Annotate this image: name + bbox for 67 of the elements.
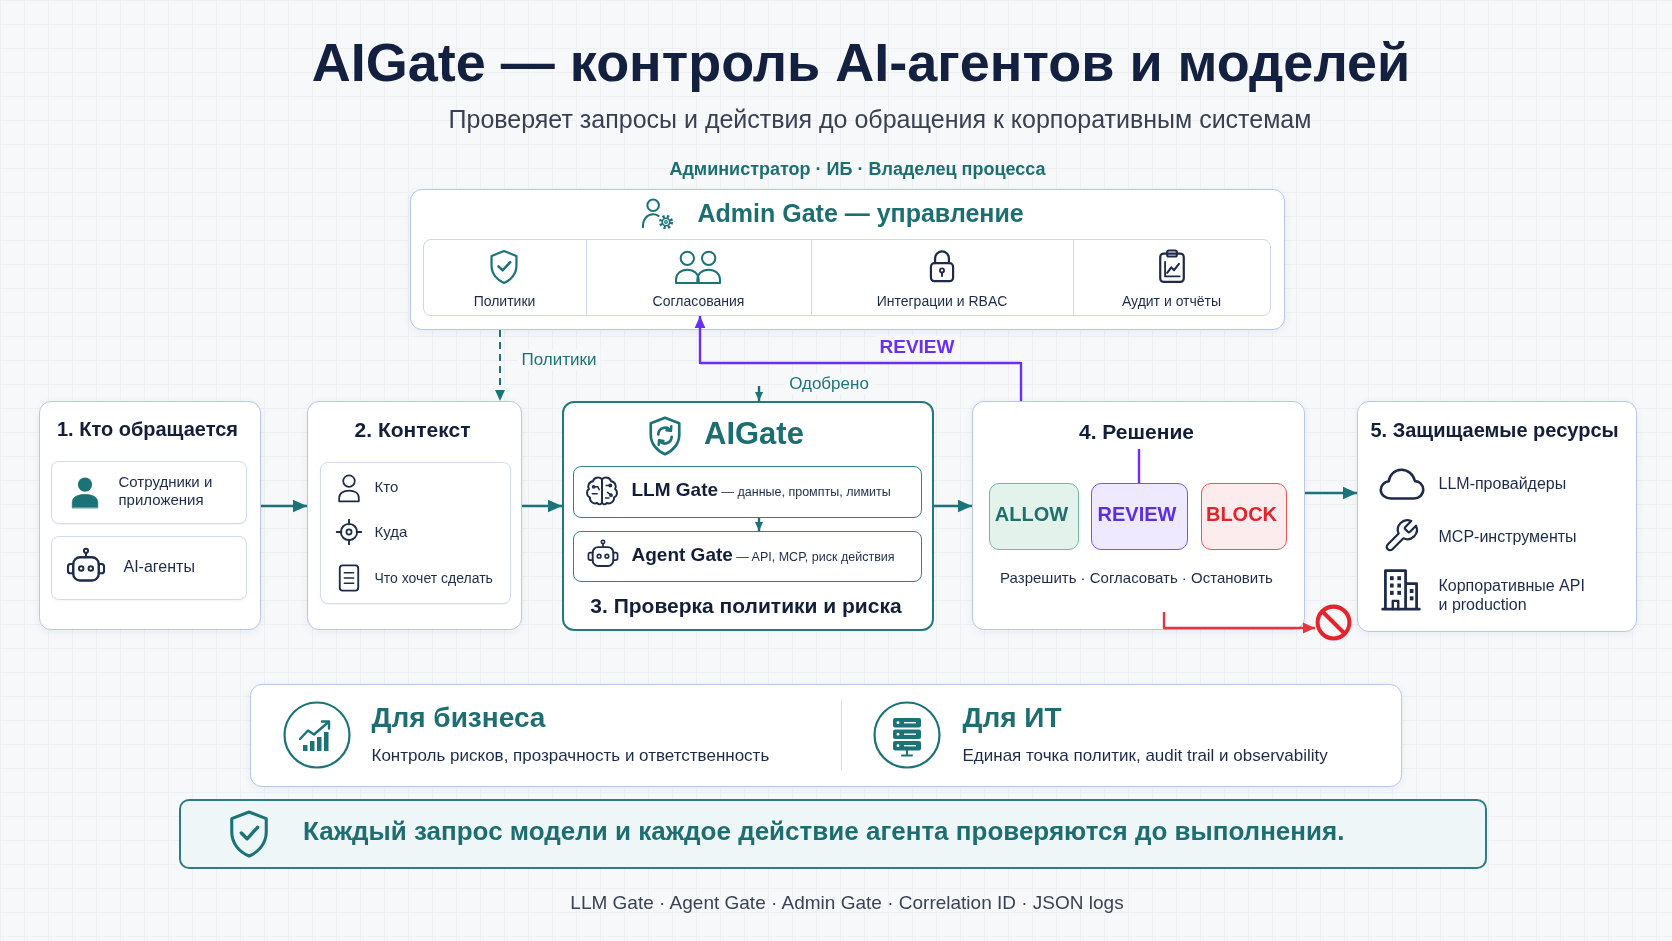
actor-label: AI-агенты <box>123 556 195 577</box>
gate-row <box>573 466 922 518</box>
summary-text: Каждый запрос модели и каждое действие агента проверяются до выполнения. <box>303 816 1345 848</box>
arrow <box>1162 612 1315 634</box>
context-panel <box>319 461 511 604</box>
gate-description: Agent Gate — API, MCP, риск действия <box>631 543 895 566</box>
arrow <box>934 499 972 513</box>
gate-row <box>573 531 922 582</box>
connector-line <box>1137 449 1141 483</box>
arrow <box>754 386 764 401</box>
context-label: Кто <box>374 477 399 496</box>
arrow <box>522 499 562 513</box>
benefit-description: Контроль рисков, прозрачность и ответственность <box>371 745 770 766</box>
footer-note: LLM Gate · Agent Gate · Admin Gate · Correlation ID · JSON logs <box>570 891 1124 915</box>
arrow <box>754 518 764 531</box>
gate-description: LLM Gate — данные, промпты, лимиты <box>631 478 891 502</box>
gateway-card <box>562 401 934 631</box>
arrow <box>694 316 1023 401</box>
arrow <box>261 499 307 513</box>
stage-card <box>972 401 1305 630</box>
feature-label: Политики <box>473 292 536 309</box>
feature-label: Аудит и отчёты <box>1121 292 1222 309</box>
summary-banner <box>179 799 1487 869</box>
edge-label: Одобрено <box>785 373 873 395</box>
card-title: 2. Контекст <box>354 416 471 443</box>
card-title: 4. Решение <box>1079 418 1194 445</box>
edge-label: REVIEW <box>875 335 959 359</box>
context-label: Что хочет сделать <box>374 569 493 586</box>
feature-label: Согласования <box>652 292 745 309</box>
feature-cell <box>1072 238 1271 316</box>
decision-option <box>988 482 1079 550</box>
edge-label: Политики <box>517 349 601 371</box>
feature-cell <box>585 238 812 316</box>
stage-card <box>39 401 261 630</box>
decision-label: BLOCK <box>1205 502 1278 526</box>
resource-label: MCP-инструменты <box>1438 526 1577 547</box>
resource-label: LLM-провайдеры <box>1438 473 1567 494</box>
actor-item <box>50 535 247 600</box>
stage-card <box>1357 401 1637 632</box>
decision-label: REVIEW <box>1097 502 1177 526</box>
gateway-name: AIGate <box>704 415 804 453</box>
arrow <box>1305 486 1357 500</box>
context-label: Куда <box>374 522 408 541</box>
decision-option <box>1090 482 1188 550</box>
feature-label: Интеграции и RBAC <box>876 292 1008 309</box>
panel-heading: Admin Gate — управление <box>697 197 1024 228</box>
subtitle: Проверяет запросы и действия до обращения к корпоративным системам <box>448 104 1312 134</box>
dashed-arrow <box>495 329 505 402</box>
card-title: 3. Проверка политики и риска <box>590 593 902 619</box>
actor-label: Сотрудники и приложения <box>118 472 214 509</box>
stage-card <box>307 401 522 630</box>
card-title: 1. Кто обращается <box>56 416 239 441</box>
prohibited-sign-icon <box>1315 604 1352 641</box>
card-title: 5. Защищаемые ресурсы <box>1370 417 1619 442</box>
decision-option <box>1200 482 1287 550</box>
benefit-heading: Для бизнеса <box>371 700 546 735</box>
benefits-panel <box>250 684 1402 787</box>
feature-cell <box>422 238 587 316</box>
feature-cell <box>810 238 1074 316</box>
title: AIGate — контроль AI-агентов и моделей <box>311 30 1411 94</box>
benefit-description: Единая точка политик, audit trail и observability <box>962 745 1328 766</box>
roles-caption: Администратор · ИБ · Владелец процесса <box>669 158 1046 181</box>
benefit-heading: Для ИТ <box>962 700 1062 735</box>
decision-label: ALLOW <box>994 502 1069 526</box>
resource-label: Корпоративные API и production <box>1438 575 1586 614</box>
actor-item <box>50 460 247 524</box>
decision-caption: Разрешить · Согласовать · Остановить <box>1000 568 1273 587</box>
